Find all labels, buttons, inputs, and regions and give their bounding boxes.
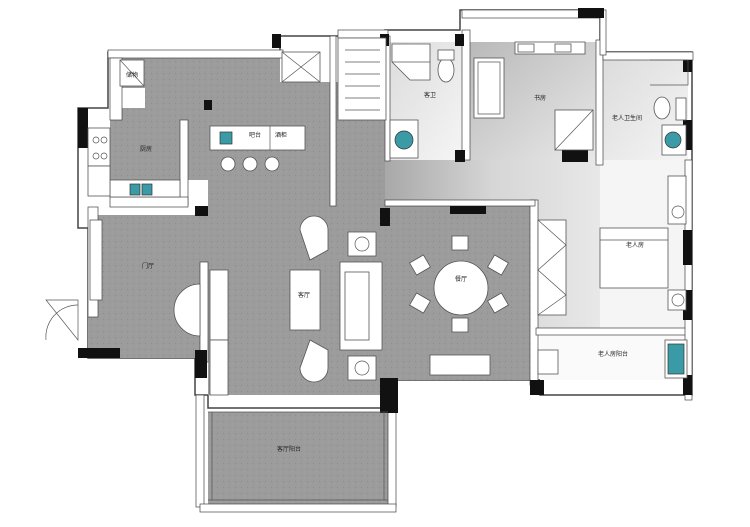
- label-kitchen: 厨房: [140, 145, 152, 153]
- label-elder-bath: 老人卫生间: [612, 114, 642, 122]
- bar-counter: [209, 125, 306, 172]
- label-storage: 储物: [126, 71, 138, 79]
- label-elder-balcony: 老人房阳台: [598, 350, 628, 358]
- living-balcony-railing: [208, 411, 388, 501]
- dining-furniture: [409, 235, 509, 376]
- label-dining: 餐厅: [455, 275, 467, 283]
- guest-bath-fixtures: [389, 43, 455, 159]
- label-study: 书房: [534, 94, 546, 102]
- structural-columns: [78, 8, 692, 413]
- label-living: 客厅: [298, 291, 310, 299]
- label-foyer: 门厅: [142, 262, 154, 270]
- interior-walls: [87, 9, 694, 513]
- stairs: [281, 37, 387, 121]
- study-furniture: [473, 41, 594, 151]
- label-living-balcony: 客厅阳台: [277, 445, 301, 453]
- label-bar-cabinet: 酒柜: [275, 131, 287, 139]
- floor-living-balcony: [208, 412, 388, 504]
- label-bar: 吧台: [249, 131, 261, 139]
- foyer-fixtures: [45, 219, 229, 396]
- living-furniture: [289, 215, 383, 383]
- label-elder-room: 老人房: [626, 241, 644, 249]
- elder-room-furniture: [537, 175, 687, 316]
- label-guest-bath: 客卫: [424, 91, 436, 99]
- elder-balcony-fixtures: [537, 339, 688, 379]
- room-labels: 储物 厨房 吧台 酒柜 客卫 书房 老人卫生间 门厅 客厅 餐厅 老人房 老人房…: [126, 71, 644, 453]
- elder-bath-fixtures: [650, 59, 689, 156]
- kitchen-fixtures: [87, 59, 181, 198]
